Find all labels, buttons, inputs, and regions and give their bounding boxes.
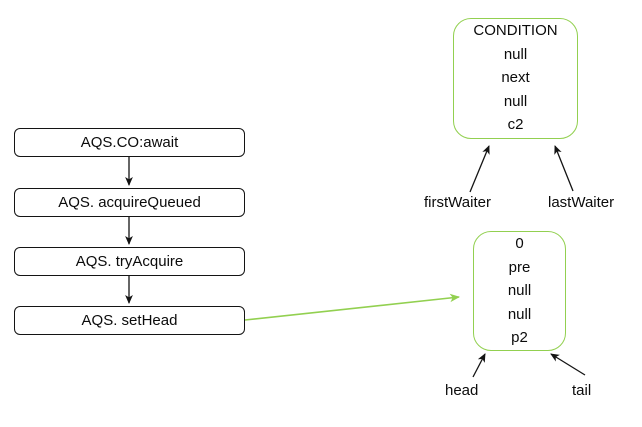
pointer-arrow-lastwaiter xyxy=(554,145,574,192)
condition-node-field: null xyxy=(503,92,528,110)
pointer-arrow-firstwaiter xyxy=(469,145,490,193)
flow-step-await: AQS.CO:await xyxy=(14,128,245,157)
condition-node-title: CONDITION xyxy=(473,22,558,39)
condition-node-field: null xyxy=(503,45,528,63)
green-arrow-sethead-to-sync-node xyxy=(244,293,460,321)
condition-node-field: c2 xyxy=(507,116,524,133)
flow-step-label: AQS. acquireQueued xyxy=(58,194,201,211)
flow-step-label: AQS. setHead xyxy=(81,312,178,329)
sync-node-field: 0 xyxy=(515,235,524,252)
label-firstwaiter: firstWaiter xyxy=(424,194,491,211)
flow-step-acquirequeued: AQS. acquireQueued xyxy=(14,188,245,217)
sync-node-field: null xyxy=(507,305,532,323)
label-tail: tail xyxy=(572,382,592,399)
flow-step-label: AQS. tryAcquire xyxy=(75,253,184,270)
condition-node: CONDITION null next null c2 xyxy=(453,18,578,139)
sync-node: 0 pre null null p2 xyxy=(473,231,566,351)
pointer-arrow-head xyxy=(472,353,486,378)
pointer-arrow-tail xyxy=(550,353,586,376)
flow-step-sethead: AQS. setHead xyxy=(14,306,245,335)
sync-node-field: pre xyxy=(508,258,531,276)
sync-node-field: null xyxy=(507,282,532,299)
condition-node-field: next xyxy=(501,69,530,86)
flow-step-label: AQS.CO:await xyxy=(80,134,179,151)
sync-node-field: p2 xyxy=(511,329,528,346)
flow-step-tryacquire: AQS. tryAcquire xyxy=(14,247,245,276)
label-head: head xyxy=(445,382,479,399)
label-lastwaiter: lastWaiter xyxy=(548,194,615,211)
